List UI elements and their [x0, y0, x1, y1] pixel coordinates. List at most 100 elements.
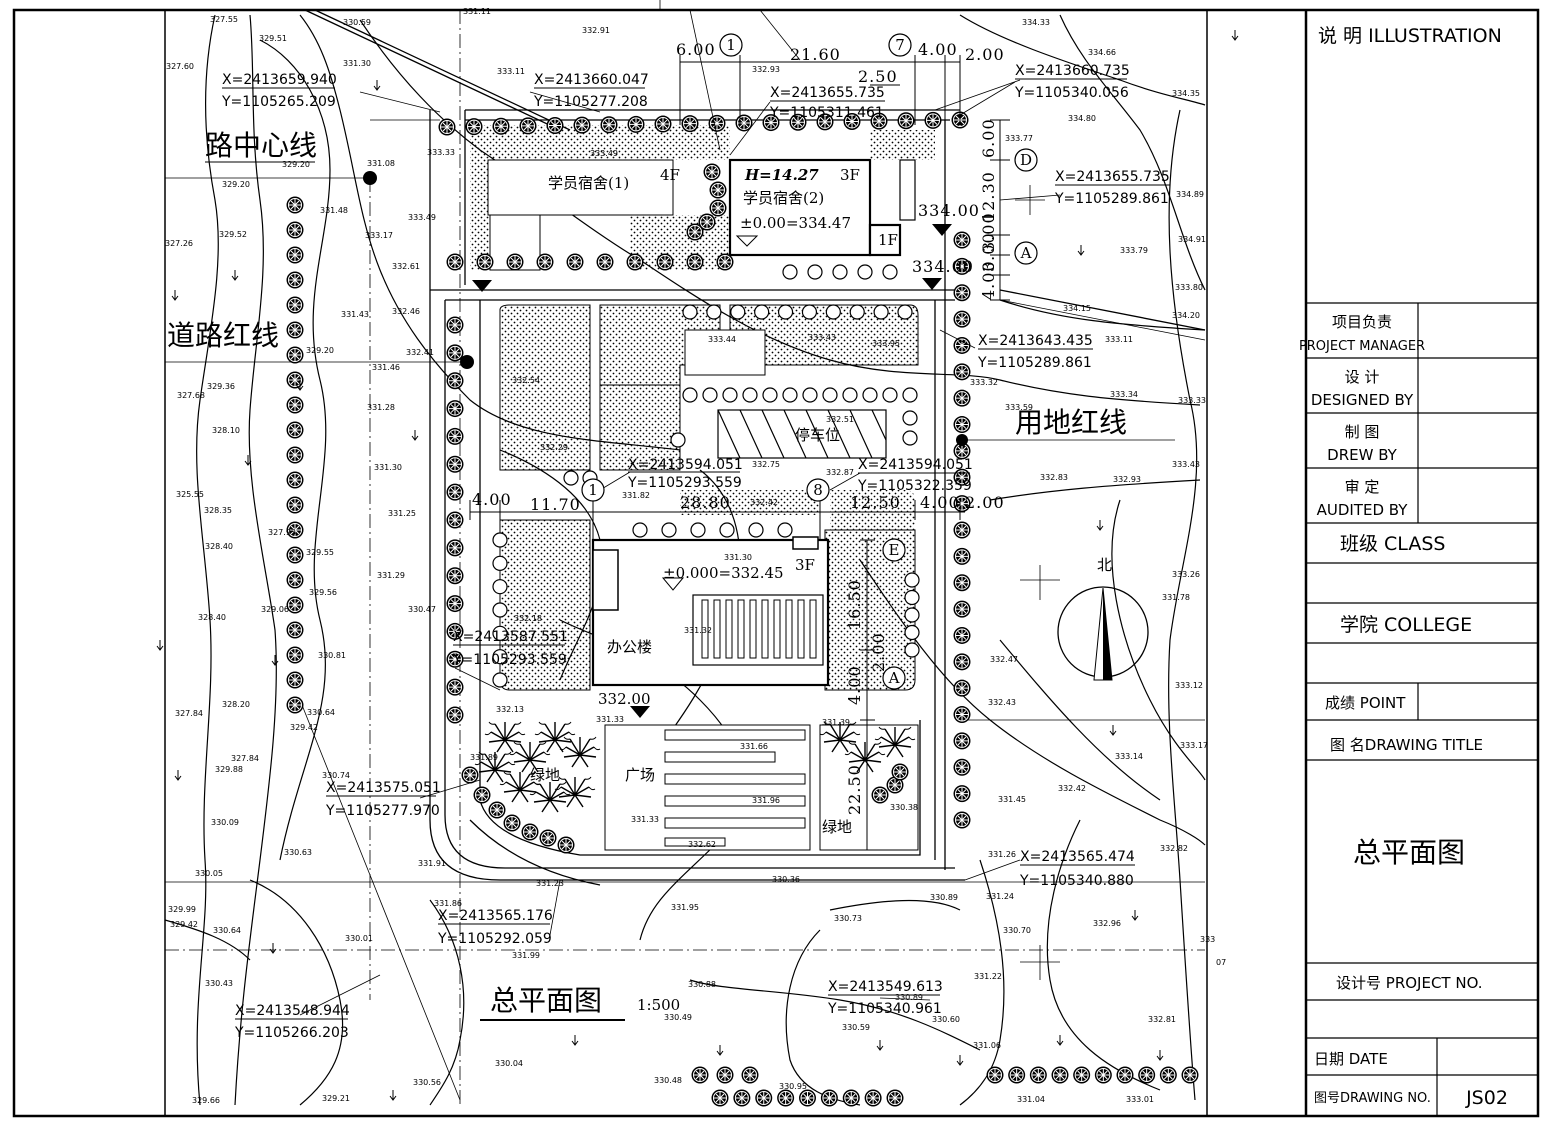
- tree-icon: [953, 758, 971, 777]
- tree-icon: [754, 1089, 773, 1107]
- spot-height: 331.30: [374, 463, 402, 472]
- coord-x: X=2413548.944: [235, 1003, 350, 1019]
- spot-height: 329.52: [219, 230, 247, 239]
- shrub-icon: [762, 387, 778, 403]
- tree-icon: [1116, 1066, 1134, 1084]
- office-floors: 3F: [795, 556, 815, 574]
- spot-height: 333.12: [1175, 681, 1203, 690]
- survey-points: [363, 171, 968, 446]
- spot-height: 332.54: [512, 376, 540, 385]
- spot-height: 329.88: [215, 765, 243, 774]
- spot-height: 330.74: [322, 771, 350, 780]
- map-area: 1 7 D A 1 8 E A 6.00 21.60 4.00 2.00 2.5…: [156, 0, 1239, 1107]
- spot-height: 331.30: [343, 59, 371, 68]
- dim-office-2: 4.00: [845, 665, 864, 705]
- spot-height: 333.11: [1105, 335, 1133, 344]
- college-label: 学院 COLLEGE: [1340, 614, 1472, 636]
- point-label: 成绩 POINT: [1325, 694, 1406, 712]
- spot-height: 328.20: [222, 700, 250, 709]
- shrub-icon: [842, 387, 858, 403]
- shrub-icon: [682, 304, 698, 320]
- shrub-icon: [702, 387, 718, 403]
- spot-height: 330.48: [654, 1076, 682, 1085]
- tree-icon: [546, 116, 564, 135]
- spot-height: 331.32: [684, 626, 712, 635]
- tree-icon: [1007, 1066, 1026, 1084]
- spot-height: 331.33: [596, 715, 624, 724]
- shrub-icon: [632, 522, 648, 538]
- spot-height: 333.49: [408, 213, 436, 222]
- office-label: 办公楼: [607, 638, 652, 656]
- spot-height: 331.78: [1162, 593, 1190, 602]
- tree-icon: [446, 594, 464, 613]
- spot-height: 328.10: [212, 426, 240, 435]
- shrub-icon: [825, 304, 841, 320]
- spot-height: 327.26: [165, 239, 193, 248]
- spot-height: 329.36: [207, 382, 235, 391]
- spot-height: 331.25: [388, 509, 416, 518]
- dim-green: 22.50: [845, 764, 864, 815]
- tree-icon: [446, 316, 464, 334]
- tree-icon: [986, 1066, 1004, 1084]
- dorm2-annex-floors: 1F: [878, 231, 898, 249]
- spot-height: 333.77: [1005, 134, 1033, 143]
- spot-height: 333.26: [1172, 570, 1200, 579]
- dim-office-0: 16.50: [845, 579, 864, 630]
- designer-label-cn: 设 计: [1345, 368, 1380, 386]
- tree-icon: [286, 196, 304, 214]
- tree-icon: [656, 253, 674, 271]
- date-label: 日期 DATE: [1314, 1050, 1388, 1068]
- tree-icon: [691, 1066, 709, 1084]
- green-right-label: 绿地: [822, 818, 852, 836]
- tree-icon: [953, 705, 971, 724]
- shrub-icon: [492, 602, 508, 618]
- tree-icon: [953, 626, 971, 645]
- dim-mid-5: 2.00: [965, 493, 1005, 512]
- shrub-icon: [832, 264, 848, 280]
- dim-mid-1: 11.70: [530, 495, 581, 514]
- shrub-icon: [661, 522, 677, 538]
- spot-height: 330.59: [842, 1023, 870, 1032]
- spot-height: 330.63: [284, 848, 312, 857]
- tree-icon: [286, 671, 304, 689]
- spot-height: 331.39: [822, 718, 850, 727]
- tree-icon: [953, 521, 971, 539]
- spot-height: 333.32: [970, 378, 998, 387]
- spot-height: 327.93: [268, 528, 296, 537]
- tree-icon: [953, 389, 971, 408]
- axis-label: 1: [588, 481, 598, 499]
- tree-icon: [953, 573, 971, 592]
- spot-height: 333.95: [872, 339, 900, 348]
- tree-icon: [953, 283, 971, 302]
- spot-height: 331.04: [1017, 1095, 1045, 1104]
- shrub-icon: [904, 624, 920, 641]
- coord-x: X=2413660.735: [1015, 63, 1130, 79]
- tree-icon: [519, 116, 537, 135]
- level-334-a: 334.00: [918, 201, 980, 220]
- axis-labels: 1 7 D A 1 8 E A: [588, 36, 1032, 687]
- tree-icon: [953, 652, 971, 671]
- tree-icon: [446, 706, 464, 724]
- spot-height: 329.06: [261, 605, 289, 614]
- spot-height: 329.20: [282, 160, 310, 169]
- spot-height: 332.29: [540, 443, 568, 452]
- coord-y: Y=1105311.461: [769, 105, 884, 121]
- dim-right-4: 4.00: [979, 260, 998, 300]
- spot-height: 329.42: [290, 723, 318, 732]
- spot-height: 329.20: [222, 180, 250, 189]
- spot-height: 331.24: [986, 892, 1014, 901]
- shrub-icon: [862, 387, 878, 403]
- tree-icon: [709, 199, 727, 217]
- tree-icon: [1159, 1066, 1178, 1084]
- spot-height: 331.11: [463, 7, 491, 16]
- tree-icon: [924, 111, 942, 130]
- coord-y: Y=1105265.209: [221, 94, 336, 110]
- spot-height: 331.22: [974, 972, 1002, 981]
- spot-height: 332.43: [988, 698, 1016, 707]
- coord-x: X=2413549.613: [828, 979, 943, 995]
- axis-label: 7: [895, 36, 905, 54]
- coord-x: X=2413655.735: [770, 85, 885, 101]
- drawing-no-label: 图号DRAWING NO.: [1314, 1091, 1431, 1106]
- spot-height: 331.33: [631, 815, 659, 824]
